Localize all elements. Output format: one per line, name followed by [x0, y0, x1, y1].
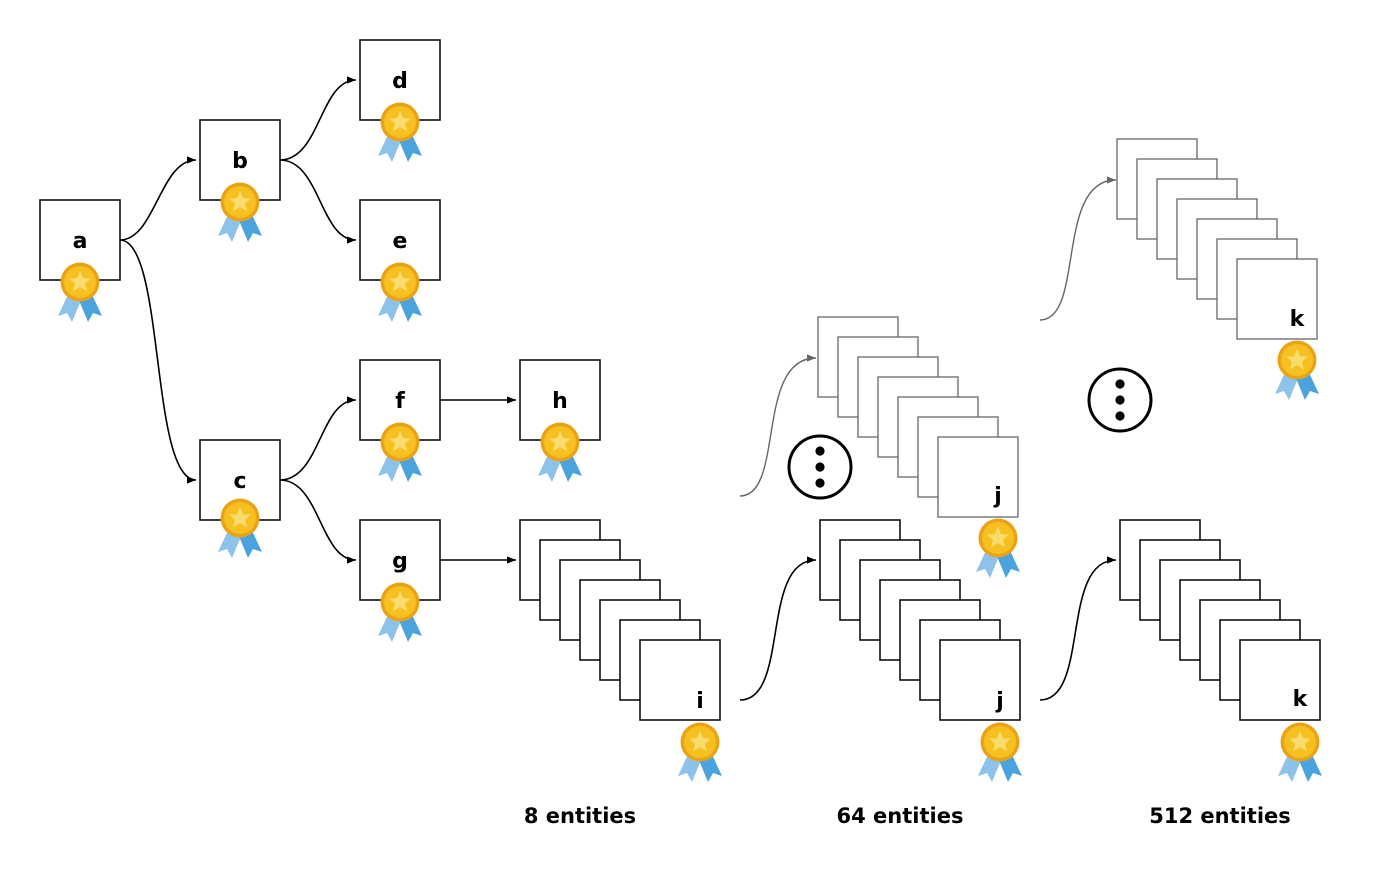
stack-k-faded: k [1116, 138, 1319, 400]
node-b: b [199, 119, 281, 242]
stack-j: j [819, 519, 1022, 782]
award-medal-icon [1278, 722, 1322, 782]
edge-to-j-stack-faded [739, 354, 817, 497]
award-medal-icon [378, 102, 422, 162]
node-label: g [392, 549, 408, 574]
stack-label: i [696, 689, 704, 714]
stack-cards [819, 519, 1021, 721]
stack-cards [817, 316, 1019, 518]
caption-j-stack-count: 64 entities [837, 804, 964, 828]
node-label: e [393, 229, 408, 254]
stack-card [1236, 258, 1318, 340]
award-medal-icon [378, 422, 422, 482]
vertical-ellipsis-icon [787, 434, 853, 500]
stack-cards [1116, 138, 1318, 340]
edge-to-k-stack-faded [1039, 176, 1117, 321]
node-e: e [359, 199, 441, 322]
node-f: f [359, 359, 441, 482]
award-medal-icon [1275, 340, 1319, 400]
stack-card [639, 639, 721, 721]
caption-i-stack-count: 8 entities [524, 804, 636, 828]
stack-label: k [1290, 307, 1306, 332]
award-medal-icon [678, 722, 722, 782]
stack-label: j [993, 484, 1002, 509]
edge-i-stack-j-stack [739, 556, 817, 701]
edge-b-d [279, 76, 357, 161]
stack-label: k [1293, 687, 1309, 712]
edge-c-f [279, 396, 357, 481]
node-label: a [73, 229, 88, 254]
award-medal-icon [538, 422, 582, 482]
node-c: c [199, 439, 281, 558]
award-medal-icon [58, 262, 102, 322]
caption-k-stack-count: 512 entities [1149, 804, 1291, 828]
award-medal-icon [218, 182, 262, 242]
edge-a-c [119, 239, 197, 484]
node-label: d [392, 69, 408, 94]
stack-j-faded: j [817, 316, 1020, 578]
node-label: h [552, 389, 568, 414]
stack-i: i [519, 519, 722, 782]
stack-cards [1119, 519, 1321, 721]
stack-card [937, 436, 1019, 518]
node-h: h [519, 359, 601, 482]
stack-cards [519, 519, 721, 721]
node-g: g [359, 519, 441, 642]
award-medal-icon [978, 722, 1022, 782]
edge-a-b [119, 156, 197, 241]
node-label: c [233, 469, 246, 494]
vertical-ellipsis-icon [1087, 367, 1153, 433]
node-a: a [39, 199, 121, 322]
stack-label: j [995, 689, 1004, 714]
award-medal-icon [378, 582, 422, 642]
stack-k: k [1119, 519, 1322, 782]
node-d: d [359, 39, 441, 162]
stack-card [1239, 639, 1321, 721]
edge-c-g [279, 479, 357, 564]
edge-j-stack-k-stack [1039, 556, 1117, 701]
edges [119, 76, 1117, 701]
award-medal-icon [378, 262, 422, 322]
node-label: f [395, 389, 405, 414]
award-medal-icon [976, 518, 1020, 578]
award-medal-icon [218, 498, 262, 558]
stack-card [939, 639, 1021, 721]
edge-b-e [279, 159, 357, 244]
node-label: b [232, 149, 248, 174]
